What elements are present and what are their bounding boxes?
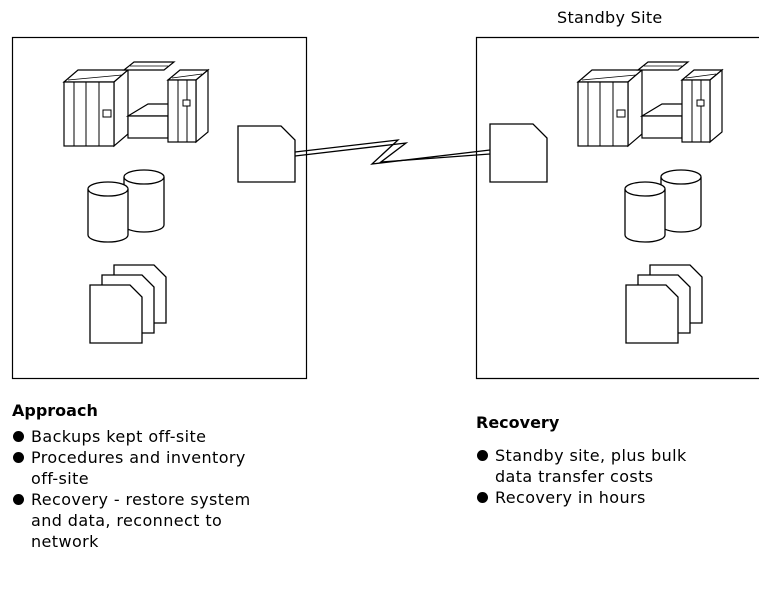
- bullet-icon: [13, 452, 24, 463]
- recovery-heading: Recovery: [476, 413, 560, 432]
- primary-disk-storage-icon: [87, 169, 165, 243]
- standby-document-stack-icon: [626, 265, 702, 343]
- bullet-icon: [13, 431, 24, 442]
- primary-communication-controller-icon: [237, 125, 296, 183]
- bullet-icon: [13, 494, 24, 505]
- approach-list: Backups kept off-site Procedures and inv…: [12, 426, 342, 552]
- standby-communication-controller-icon: [489, 123, 548, 183]
- bullet-icon: [477, 450, 488, 461]
- recovery-item: Recovery in hours: [476, 487, 756, 508]
- primary-site-box: [11, 36, 308, 380]
- primary-document-stack-icon: [90, 265, 166, 343]
- standby-mainframe-icon: [577, 61, 723, 147]
- standby-site-box: [475, 36, 759, 380]
- backup-recovery-diagram: [11, 36, 759, 380]
- standby-disk-storage-icon: [624, 169, 702, 243]
- approach-heading: Approach: [12, 401, 98, 420]
- standby-site-label: Standby Site: [557, 8, 663, 27]
- bullet-icon: [477, 492, 488, 503]
- primary-mainframe-icon: [63, 61, 209, 147]
- network-link-icon: [294, 139, 491, 165]
- approach-item: Backups kept off-site: [12, 426, 342, 447]
